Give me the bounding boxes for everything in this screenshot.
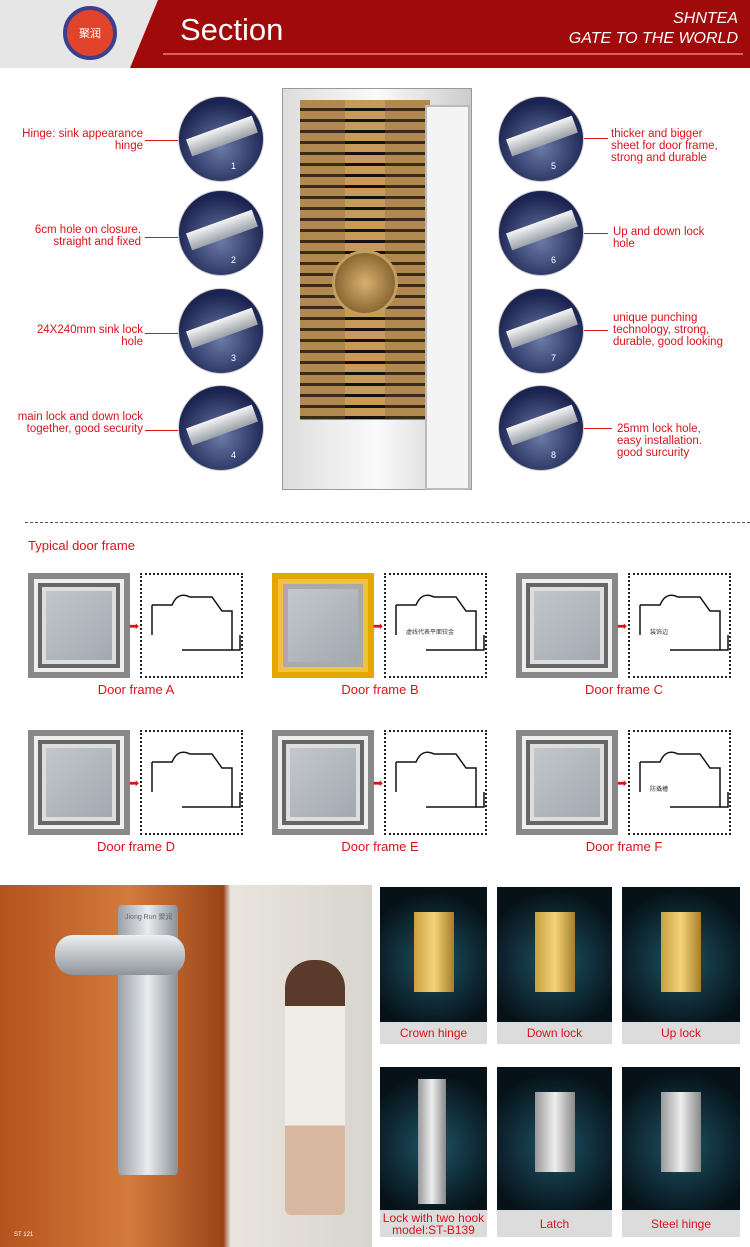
frame-photo xyxy=(272,573,374,678)
product-part xyxy=(418,1079,446,1204)
product-part xyxy=(413,912,454,992)
frame-profile xyxy=(140,730,243,835)
door-lever xyxy=(55,935,185,975)
product-part xyxy=(534,912,575,992)
product-name: Lock with two hook xyxy=(382,1210,485,1225)
product-part xyxy=(661,912,701,992)
profile-outline xyxy=(151,751,241,808)
product-name: Crown hinge xyxy=(399,1026,468,1040)
page-title: Section xyxy=(180,12,284,47)
product-model: model:ST-B139 xyxy=(392,1222,475,1237)
photo-watermark: ST 121 xyxy=(14,1232,34,1238)
arrow-icon: ➡ xyxy=(129,619,140,633)
frame-profile: 防撬槽 xyxy=(628,730,731,835)
product-name: Up lock xyxy=(660,1026,701,1040)
product-name: Steel hinge xyxy=(650,1216,712,1231)
detail-circle-2: 2 xyxy=(178,190,264,276)
product-part xyxy=(534,1092,575,1172)
brand-slogan: GATE TO THE WORLD xyxy=(568,30,738,47)
callout-label-8: 25mm lock hole, easy installation. good … xyxy=(617,423,703,459)
arrow-icon: ➡ xyxy=(373,619,384,633)
profile-outline xyxy=(395,751,485,808)
callout-label-1: Hinge: sink appearance hinge xyxy=(22,128,143,152)
profile-outline xyxy=(639,751,729,808)
arrow xyxy=(584,428,612,429)
profile-note: 装饰边 xyxy=(650,630,669,636)
frame-label: Door frame B xyxy=(341,682,419,697)
product-name: Down lock xyxy=(526,1026,583,1040)
door-frame xyxy=(425,105,470,490)
door-medallion xyxy=(332,250,398,316)
frame-profile: 虚线代表平面铰金 xyxy=(384,573,487,678)
woman-figure xyxy=(285,960,345,1215)
brand-logo: 聚润 xyxy=(63,6,117,60)
banner-rule xyxy=(163,53,743,55)
detail-circle-6: 6 xyxy=(498,190,584,276)
product-label: Latch xyxy=(497,1210,612,1237)
frame-photo xyxy=(516,730,618,835)
callout-label-4: main lock and down lock together, good s… xyxy=(17,411,143,435)
profile-outline xyxy=(639,594,729,651)
profile-note: 虚线代表平面铰金 xyxy=(406,630,455,636)
frame-profile xyxy=(384,730,487,835)
frame-label: Door frame E xyxy=(341,839,419,854)
detail-circle-4: 4 xyxy=(178,385,264,471)
frame-label: Door frame F xyxy=(585,839,663,854)
frames-heading: Typical door frame xyxy=(28,538,135,553)
arrow-icon: ➡ xyxy=(129,776,140,790)
frame-label: Door frame C xyxy=(584,682,664,697)
header-banner xyxy=(130,0,750,68)
arrow-icon: ➡ xyxy=(373,776,384,790)
detail-circle-1: 1 xyxy=(178,96,264,182)
product-image xyxy=(622,887,740,1022)
product-image xyxy=(380,887,487,1022)
product-label: Crown hinge xyxy=(380,1022,487,1044)
profile-note: 防撬槽 xyxy=(650,787,669,793)
arrow xyxy=(145,430,178,431)
brand-name: SHNTEA xyxy=(673,10,738,27)
frame-photo xyxy=(516,573,618,678)
section-divider xyxy=(25,522,750,523)
callout-label-6: Up and down lock hole xyxy=(613,226,705,250)
frame-label: Door frame A xyxy=(97,682,175,697)
detail-circle-8: 8 xyxy=(498,385,584,471)
callout-label-5: thicker and bigger sheet for door frame,… xyxy=(611,128,718,164)
frame-profile xyxy=(140,573,243,678)
arrow xyxy=(145,333,178,334)
detail-circle-3: 3 xyxy=(178,288,264,374)
callout-label-3: 24X240mm sink lock hole xyxy=(36,324,143,348)
frame-photo xyxy=(28,573,130,678)
detail-circle-5: 5 xyxy=(498,96,584,182)
arrow xyxy=(584,233,608,234)
profile-outline xyxy=(151,594,241,651)
arrow xyxy=(145,140,178,141)
arrow-icon: ➡ xyxy=(617,776,628,790)
product-image xyxy=(497,887,612,1022)
arrow xyxy=(145,237,178,238)
frame-photo xyxy=(272,730,374,835)
product-label: Down lock xyxy=(497,1022,612,1044)
frame-label: Door frame D xyxy=(96,839,176,854)
product-name: Latch xyxy=(539,1216,570,1231)
callout-label-2: 6cm hole on closure. straight and fixed xyxy=(34,224,141,248)
arrow xyxy=(584,330,608,331)
handle-brand: Jiong Run 聚润 xyxy=(125,914,173,921)
callout-label-7: unique punching technology, strong, dura… xyxy=(613,312,723,348)
product-part xyxy=(661,1092,701,1172)
product-label: Steel hinge xyxy=(622,1210,740,1237)
product-label: Up lock xyxy=(622,1022,740,1044)
arrow xyxy=(584,138,608,139)
product-image xyxy=(380,1067,487,1210)
arrow-icon: ➡ xyxy=(617,619,628,633)
frame-profile: 装饰边 xyxy=(628,573,731,678)
product-image xyxy=(497,1067,612,1210)
profile-outline xyxy=(395,594,485,651)
frame-photo xyxy=(28,730,130,835)
product-image xyxy=(622,1067,740,1210)
detail-circle-7: 7 xyxy=(498,288,584,374)
